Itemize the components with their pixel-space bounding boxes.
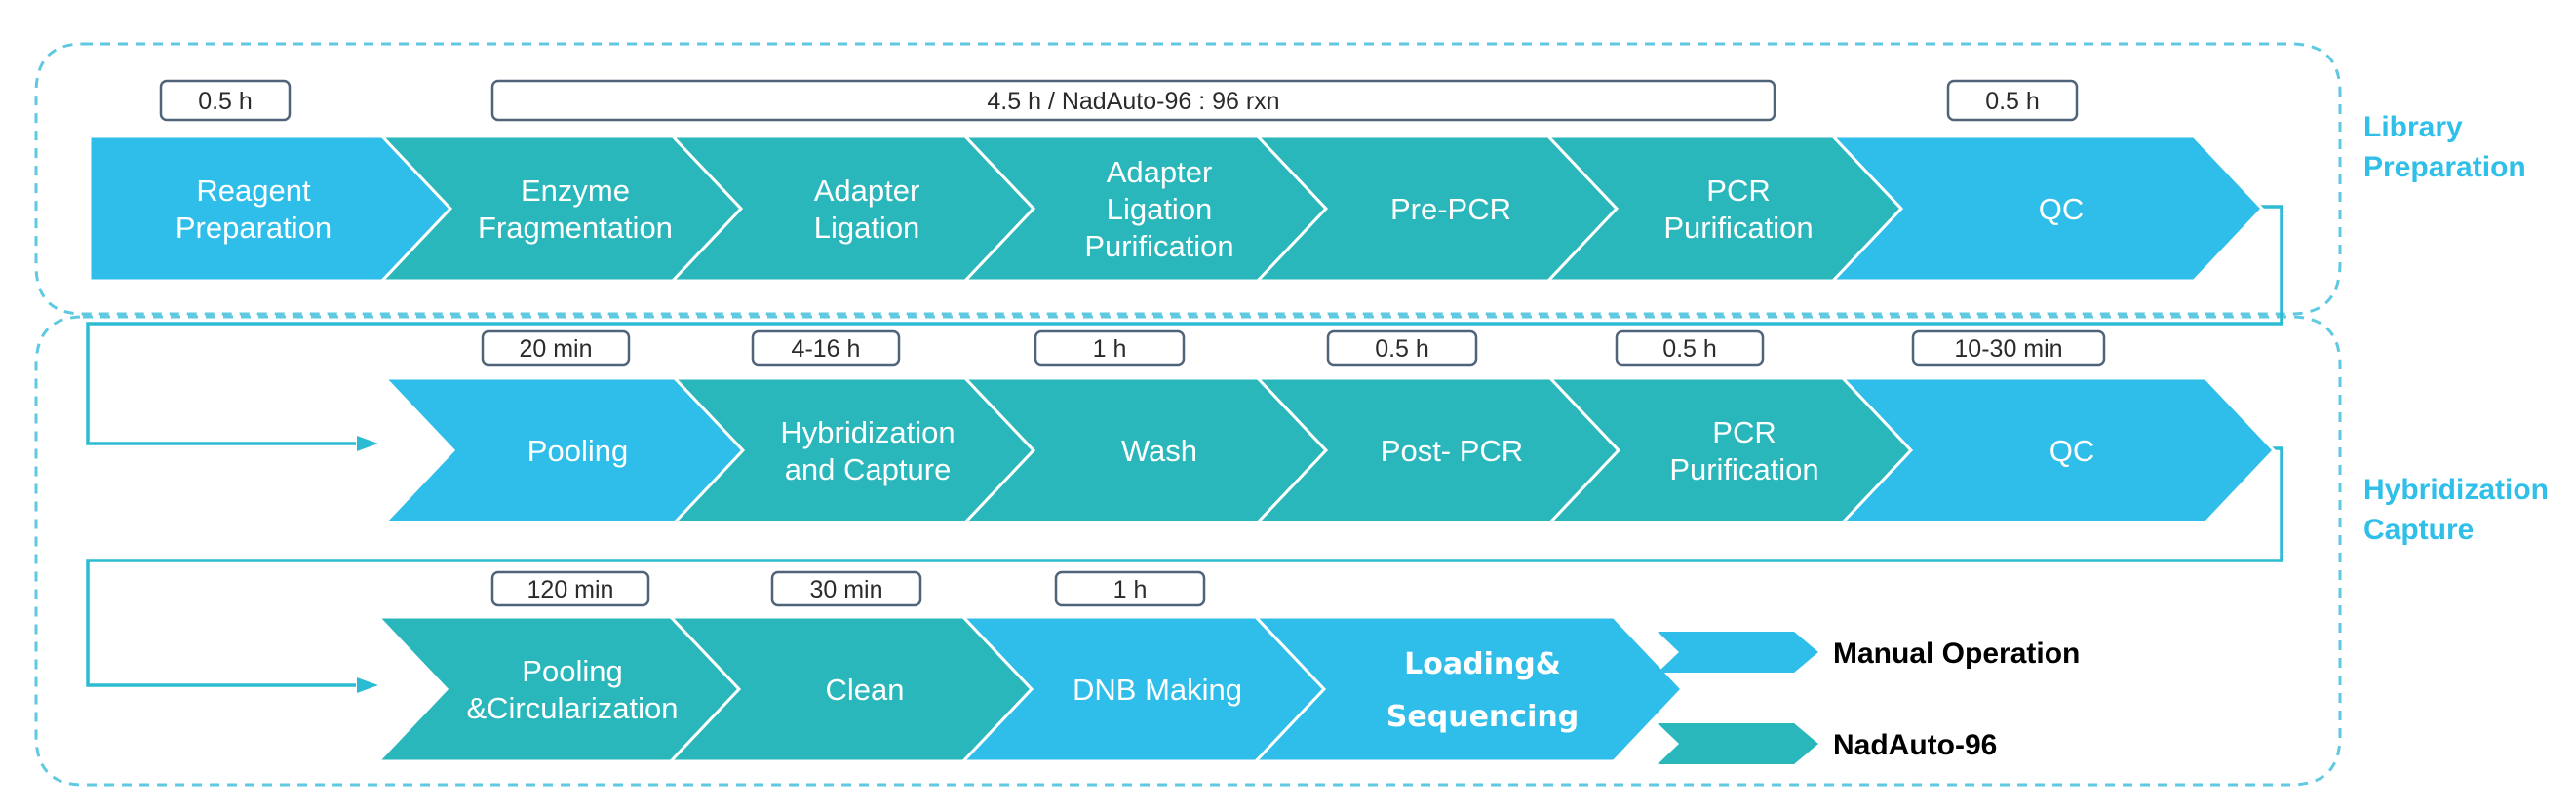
time-badge-box — [1615, 329, 1765, 367]
connector-arrowhead — [357, 436, 378, 451]
step-label: Loading&Sequencing — [1386, 647, 1579, 734]
step-label: Clean — [826, 673, 905, 707]
hybridization-capture-region — [34, 315, 2342, 787]
time-label: 0.5 h — [1662, 335, 1717, 363]
time-badge: 120 min — [490, 570, 650, 607]
legend-label: NadAuto-96 — [1833, 729, 1997, 761]
workflow-step: Pooling — [381, 376, 746, 524]
time-badge: 0.5 h — [159, 79, 292, 122]
step-label: Pooling&Circularization — [466, 654, 678, 725]
step-label: QC — [2039, 192, 2085, 226]
connector-arrowhead — [357, 677, 378, 693]
connector-row1-to-row2 — [86, 205, 2283, 445]
step-label: Pooling — [527, 434, 628, 468]
legend-item: NadAuto-96 — [1658, 723, 1997, 764]
time-label: 120 min — [527, 576, 614, 603]
time-badge-box — [1034, 329, 1186, 367]
time-label: 1 h — [1113, 576, 1148, 603]
time-label: 0.5 h — [1985, 88, 2040, 115]
manual-step-arrow — [88, 135, 453, 283]
time-badge-box — [1326, 329, 1478, 367]
region-label-library-preparation: Library Preparation — [2363, 111, 2526, 183]
workflow-step: QC — [1829, 135, 2265, 283]
workflow-row: Pooling&Circularization Clean DNB Making Lo… — [374, 570, 1685, 763]
legend-label: Manual Operation — [1833, 637, 2080, 670]
time-label: 0.5 h — [198, 88, 253, 115]
nadauto-step-arrow — [374, 615, 742, 763]
time-label: 20 min — [519, 335, 592, 363]
time-badge: 20 min — [481, 329, 631, 367]
time-badge: 4.5 h / NadAuto-96 : 96 rxn — [490, 79, 1776, 122]
time-badge: 0.5 h — [1946, 79, 2079, 122]
region-label-hybridization-capture: Hybridization Capture — [2363, 474, 2556, 546]
time-badge: 30 min — [770, 570, 922, 607]
time-badge-box — [1946, 79, 2079, 122]
step-label: Pre-PCR — [1390, 192, 1511, 226]
time-badge-box — [490, 570, 650, 607]
time-label: 4.5 h / NadAuto-96 : 96 rxn — [987, 88, 1279, 115]
time-badge-box — [490, 79, 1776, 122]
workflow-step: Pooling&Circularization — [374, 615, 742, 763]
step-label: DNB Making — [1073, 673, 1242, 707]
step-label: Post- PCR — [1381, 434, 1523, 468]
workflow-step: QC — [1839, 376, 2277, 524]
manual-step-arrow — [1252, 615, 1685, 763]
time-badge: 10-30 min — [1911, 329, 2106, 367]
time-badge: 0.5 h — [1615, 329, 1765, 367]
manual-step-arrow — [1829, 135, 2265, 283]
step-label: QC — [2049, 434, 2095, 468]
time-label: 30 min — [809, 576, 882, 603]
workflow-step: Loading&Sequencing — [1252, 615, 1685, 763]
time-badge: 0.5 h — [1326, 329, 1478, 367]
manual-step-arrow — [1839, 376, 2277, 524]
legend-item: Manual Operation — [1658, 632, 2080, 673]
time-badge: 1 h — [1054, 570, 1206, 607]
time-badge: 4-16 h — [751, 329, 901, 367]
time-badge-box — [751, 329, 901, 367]
step-label: Wash — [1121, 434, 1197, 468]
workflow-step: Post- PCR — [1254, 376, 1621, 524]
time-badge-box — [1911, 329, 2106, 367]
time-label: 4-16 h — [792, 335, 861, 363]
time-label: 10-30 min — [1954, 335, 2062, 363]
legend-swatch-arrow — [1658, 723, 1818, 764]
time-label: 1 h — [1093, 335, 1127, 363]
legend-swatch-arrow — [1658, 632, 1818, 673]
time-badge: 1 h — [1034, 329, 1186, 367]
time-badge-box — [481, 329, 631, 367]
time-label: 0.5 h — [1375, 335, 1429, 363]
time-badge-box — [1054, 570, 1206, 607]
time-badge-box — [770, 570, 922, 607]
time-badge-box — [159, 79, 292, 122]
